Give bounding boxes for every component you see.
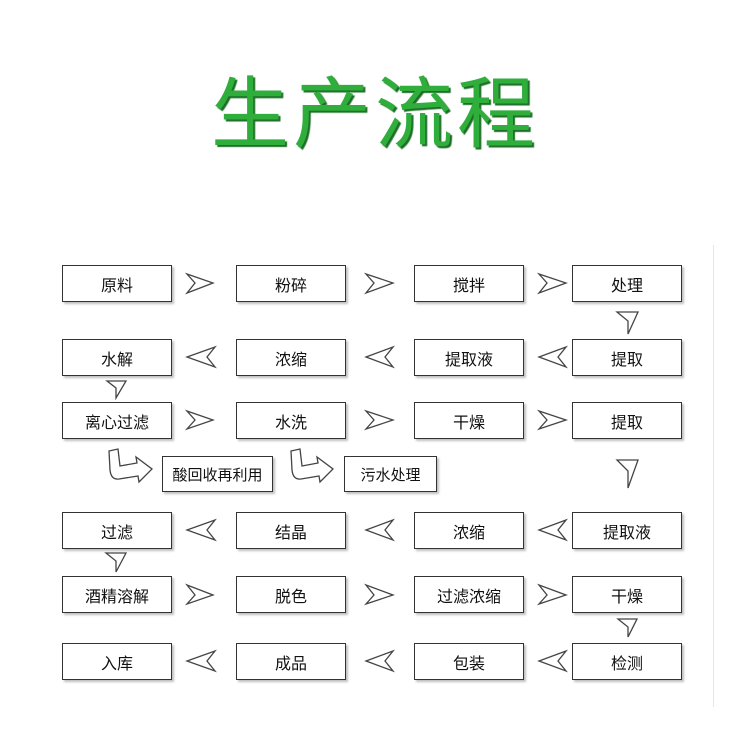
arrow-right-icon <box>363 583 395 606</box>
arrow-left-icon <box>185 345 217 369</box>
step-filter-concentrate: 过滤浓缩 <box>414 576 524 613</box>
arrow-down-icon <box>104 552 128 573</box>
arrow-right-icon <box>536 583 568 606</box>
step-crystallization: 结晶 <box>236 512 346 549</box>
step-extraction-2: 提取 <box>572 402 682 439</box>
frame-border-line <box>713 245 714 707</box>
step-treatment: 处理 <box>572 265 682 302</box>
step-inspection: 检测 <box>572 643 682 680</box>
arrow-right-icon <box>363 272 395 295</box>
step-packaging: 包装 <box>414 643 524 680</box>
step-extraction-1: 提取 <box>572 339 682 376</box>
arrow-right-icon <box>184 272 215 295</box>
step-extract-liquid-2: 提取液 <box>572 512 682 549</box>
step-stirring: 搅拌 <box>414 265 524 302</box>
arrow-down-icon <box>615 459 639 489</box>
arrow-left-icon <box>364 649 395 673</box>
step-drying-2: 干燥 <box>572 576 682 613</box>
bent-arrow-icon <box>108 448 153 484</box>
step-centrifugal-filtration: 离心过滤 <box>62 402 172 439</box>
arrow-left-icon <box>185 649 217 673</box>
step-concentration-1: 浓缩 <box>236 339 346 376</box>
step-acid-recycle: 酸回收再利用 <box>162 456 273 492</box>
step-wastewater-treatment: 污水处理 <box>344 456 437 492</box>
step-hydrolysis: 水解 <box>62 339 172 376</box>
arrow-down-icon <box>105 380 128 401</box>
step-alcohol-dissolving: 酒精溶解 <box>62 576 172 613</box>
arrow-right-icon <box>184 583 215 606</box>
step-decolorizing: 脱色 <box>236 576 346 613</box>
step-crushing: 粉碎 <box>236 265 346 302</box>
step-finished-product: 成品 <box>236 643 346 680</box>
step-drying-1: 干燥 <box>414 402 524 439</box>
arrow-left-icon <box>364 345 395 369</box>
page-title: 生产流程 <box>210 70 539 160</box>
arrow-left-icon <box>537 518 568 542</box>
arrow-left-icon <box>537 345 568 369</box>
step-concentration-2: 浓缩 <box>414 512 524 549</box>
arrow-down-icon <box>616 618 639 638</box>
arrow-right-icon <box>536 272 568 295</box>
step-water-wash: 水洗 <box>236 402 346 439</box>
bent-arrow-icon <box>290 448 334 484</box>
step-extract-liquid-1: 提取液 <box>414 339 524 376</box>
step-raw-material: 原料 <box>62 265 172 302</box>
arrow-left-icon <box>537 649 568 673</box>
arrow-left-icon <box>185 518 217 542</box>
step-warehousing: 入库 <box>62 643 172 680</box>
arrow-down-icon <box>615 311 640 335</box>
arrow-right-icon <box>184 409 215 431</box>
arrow-left-icon <box>364 518 395 542</box>
step-filtration: 过滤 <box>62 512 172 549</box>
arrow-right-icon <box>536 409 569 431</box>
arrow-right-icon <box>363 409 396 431</box>
